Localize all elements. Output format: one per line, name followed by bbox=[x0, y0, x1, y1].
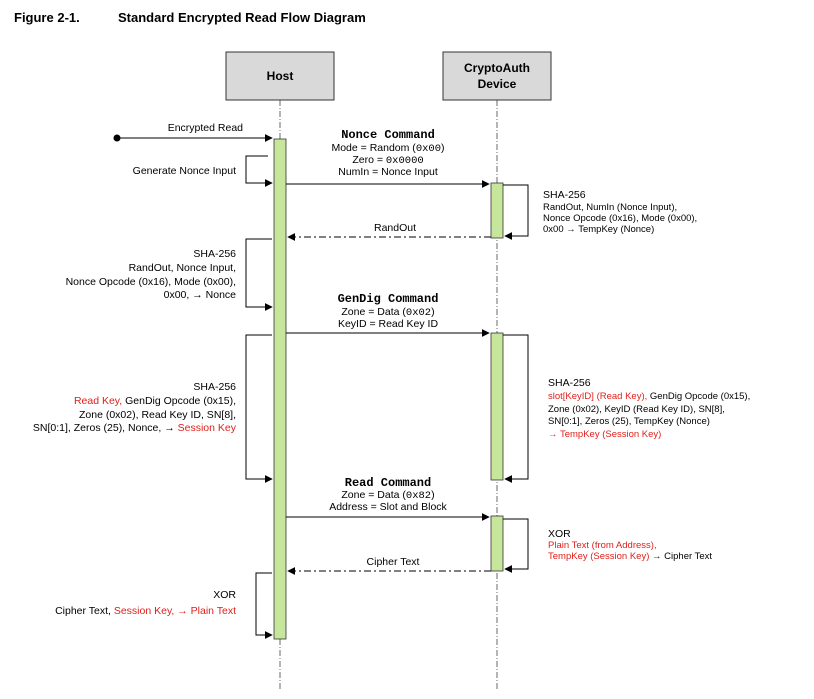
nonce-mode-line: Mode = Random (0x00) bbox=[331, 142, 444, 155]
host-sha2-title: SHA-256 bbox=[193, 381, 236, 393]
host-sha256-nonce-loop: SHA-256 RandOut, Nonce Input, Nonce Opco… bbox=[66, 238, 273, 311]
device-activation-bar-nonce bbox=[490, 182, 504, 239]
device-xor-title: XOR bbox=[548, 528, 571, 540]
device-sha2-line2: Zone (0x02), KeyID (Read Key ID), SN[8], bbox=[548, 404, 725, 415]
host-sha2-line1: Read Key, GenDig Opcode (0x15), bbox=[74, 395, 236, 407]
gendig-zone-line: Zone = Data (0x02) bbox=[341, 306, 434, 319]
figure-number: Figure 2-1. bbox=[14, 10, 80, 25]
encrypted-read-label: Encrypted Read bbox=[168, 122, 243, 134]
device-sha256-nonce-loop: SHA-256 RandOut, NumIn (Nonce Input), No… bbox=[503, 184, 697, 240]
read-address-line: Address = Slot and Block bbox=[329, 501, 447, 513]
host-label: Host bbox=[267, 69, 294, 83]
read-command-title: Read Command bbox=[345, 476, 431, 490]
nonce-numin-line: NumIn = Nonce Input bbox=[338, 166, 438, 178]
nonce-zero-line: Zero = 0x0000 bbox=[352, 154, 423, 167]
randout-return-message: RandOut bbox=[287, 222, 491, 241]
host-activation-bar bbox=[273, 138, 287, 640]
read-command-message: Read Command Zone = Data (0x82) Address … bbox=[286, 476, 490, 521]
host-sha1-line2: Nonce Opcode (0x16), Mode (0x00), bbox=[66, 276, 236, 288]
cipher-text-return-message: Cipher Text bbox=[287, 556, 491, 575]
device-xor-line1: Plain Text (from Address), bbox=[548, 540, 657, 551]
generate-nonce-input-label: Generate Nonce Input bbox=[133, 165, 236, 177]
host-sha2-line2: Zone (0x02), Read Key ID, SN[8], bbox=[79, 409, 236, 421]
randout-label: RandOut bbox=[374, 222, 416, 234]
host-sha256-gendig-loop: SHA-256 Read Key, GenDig Opcode (0x15), … bbox=[33, 334, 273, 483]
device-label-line2: Device bbox=[478, 77, 517, 91]
device-label-line1: CryptoAuth bbox=[464, 61, 530, 75]
host-sha1-title: SHA-256 bbox=[193, 248, 236, 260]
host-sha1-line3: 0x00, → Nonce bbox=[164, 289, 237, 301]
device-activation-bar-read bbox=[490, 515, 504, 572]
device-sha1-line3: 0x00 → TempKey (Nonce) bbox=[543, 224, 654, 235]
device-sha2-title: SHA-256 bbox=[548, 377, 591, 389]
read-zone-line: Zone = Data (0x82) bbox=[341, 489, 434, 502]
device-sha2-line4: → TempKey (Session Key) bbox=[548, 429, 661, 440]
device-sha1-line1: RandOut, NumIn (Nonce Input), bbox=[543, 202, 677, 213]
device-xor-line2: TempKey (Session Key) → Cipher Text bbox=[548, 551, 712, 562]
device-xor-loop: XOR Plain Text (from Address), TempKey (… bbox=[503, 518, 712, 573]
device-sha2-line1: slot[KeyID] (Read Key), GenDig Opcode (0… bbox=[548, 391, 750, 402]
encrypted-read-entry: Encrypted Read bbox=[113, 122, 273, 142]
device-sha1-title: SHA-256 bbox=[543, 189, 586, 201]
figure-title: Standard Encrypted Read Flow Diagram bbox=[118, 10, 366, 25]
generate-nonce-input-loop: Generate Nonce Input bbox=[133, 155, 273, 187]
device-participant: CryptoAuth Device bbox=[442, 51, 552, 101]
host-xor-title: XOR bbox=[213, 589, 236, 601]
nonce-command-title: Nonce Command bbox=[341, 128, 435, 142]
host-xor-line1: Cipher Text, Session Key, → Plain Text bbox=[55, 605, 236, 617]
host-sha2-line3: SN[0:1], Zeros (25), Nonce, → Session Ke… bbox=[33, 422, 237, 434]
gendig-command-title: GenDig Command bbox=[338, 292, 439, 306]
device-activation-bar-gendig bbox=[490, 332, 504, 481]
host-xor-loop: XOR Cipher Text, Session Key, → Plain Te… bbox=[55, 572, 273, 639]
gendig-command-message: GenDig Command Zone = Data (0x02) KeyID … bbox=[286, 292, 490, 337]
nonce-command-message: Nonce Command Mode = Random (0x00) Zero … bbox=[286, 128, 490, 188]
host-sha1-line1: RandOut, Nonce Input, bbox=[129, 262, 236, 274]
cipher-text-label: Cipher Text bbox=[367, 556, 420, 568]
device-sha256-gendig-loop: SHA-256 slot[KeyID] (Read Key), GenDig O… bbox=[503, 334, 750, 483]
gendig-keyid-line: KeyID = Read Key ID bbox=[338, 318, 439, 330]
host-participant: Host bbox=[225, 51, 335, 101]
device-sha2-line3: SN[0:1], Zeros (25), TempKey (Nonce) bbox=[548, 416, 710, 427]
device-sha1-line2: Nonce Opcode (0x16), Mode (0x00), bbox=[543, 213, 697, 224]
